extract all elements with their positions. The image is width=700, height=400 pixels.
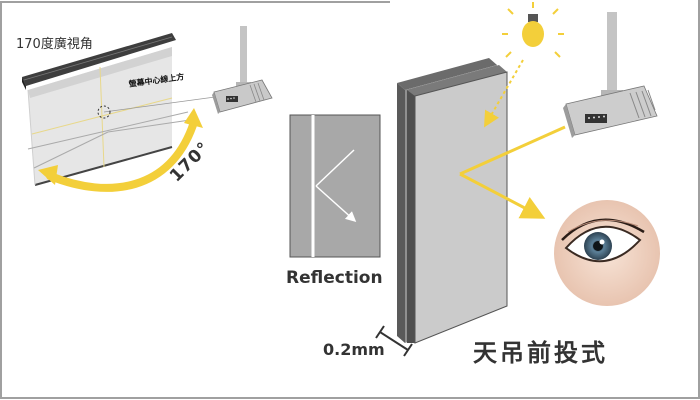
- light-bulb-icon: [502, 2, 564, 58]
- screen-guide-lines: [27, 66, 216, 169]
- reflected-ray: [459, 172, 546, 219]
- screen-panel: [397, 58, 508, 344]
- thickness-label: 0.2mm: [323, 340, 385, 359]
- projector-ray: [459, 125, 566, 176]
- ambient-light-arrow: [483, 59, 524, 128]
- arc-arrowhead-right: [184, 108, 203, 128]
- view-angle-arc: [46, 121, 197, 192]
- ceiling-projector-large: [563, 12, 658, 138]
- screen-housing: [22, 33, 176, 90]
- mount-type-title: 天吊前投式: [473, 339, 608, 367]
- ceiling-projector-small: [212, 26, 273, 114]
- eye-image: [554, 200, 660, 306]
- reflection-inset: [289, 114, 381, 258]
- view-angle-title: 170度廣視角: [16, 37, 93, 52]
- arc-arrowhead-left: [38, 165, 58, 185]
- thickness-indicator: [375, 325, 413, 357]
- screen-center-marker: [97, 105, 111, 119]
- reflection-label: Reflection: [286, 268, 383, 288]
